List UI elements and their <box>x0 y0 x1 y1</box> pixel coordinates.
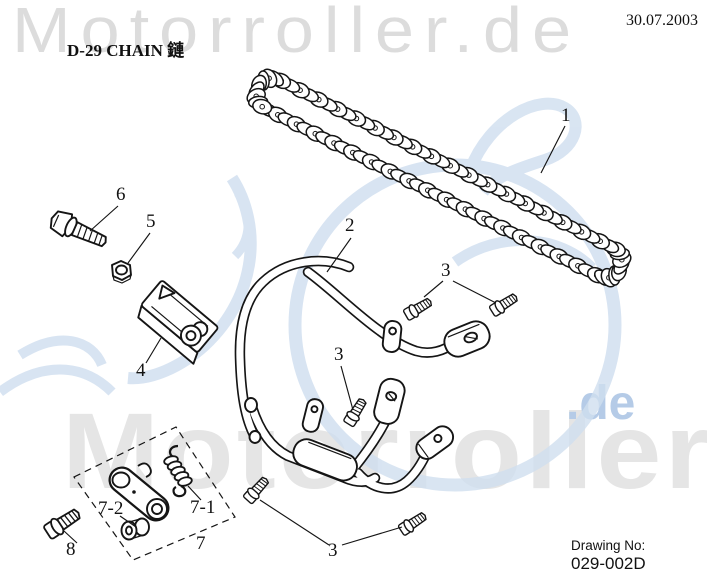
part-6-bolt <box>49 210 107 248</box>
callout-8: 8 <box>66 539 76 560</box>
callout-3c: 3 <box>328 540 338 561</box>
callout-5: 5 <box>146 211 156 232</box>
part-1-chain <box>246 68 632 288</box>
callout-1: 1 <box>561 105 571 126</box>
callout-7-1: 7-1 <box>190 497 216 518</box>
drawing-no-value: 029-002D <box>571 554 646 573</box>
callout-4: 4 <box>136 360 146 381</box>
callout-3b: 3 <box>334 344 344 365</box>
callout-7: 7 <box>196 533 206 554</box>
part-7-tensioner-arm <box>108 462 170 522</box>
part-8-bolt <box>41 504 85 542</box>
watermark-top: Motorroller.de <box>12 0 582 66</box>
part-7-2-roller <box>120 517 150 541</box>
callout-3a: 3 <box>441 260 451 281</box>
part-5-nut <box>111 260 132 284</box>
drawing-number-block: Drawing No: 029-002D <box>571 538 646 574</box>
drawing-no-label: Drawing No: <box>571 538 646 553</box>
part-2-guard-bracket <box>234 255 491 494</box>
callout-2: 2 <box>345 215 355 236</box>
callout-7-2: 7-2 <box>98 498 124 519</box>
part-7-assembly <box>73 426 236 561</box>
leader-lines <box>63 125 566 546</box>
part-7-1-spring <box>163 444 193 498</box>
date: 30.07.2003 <box>626 12 698 29</box>
part-4-bracket <box>137 280 219 365</box>
page-title: D-29 CHAIN 鏈 <box>67 41 185 60</box>
callout-6: 6 <box>116 184 126 205</box>
